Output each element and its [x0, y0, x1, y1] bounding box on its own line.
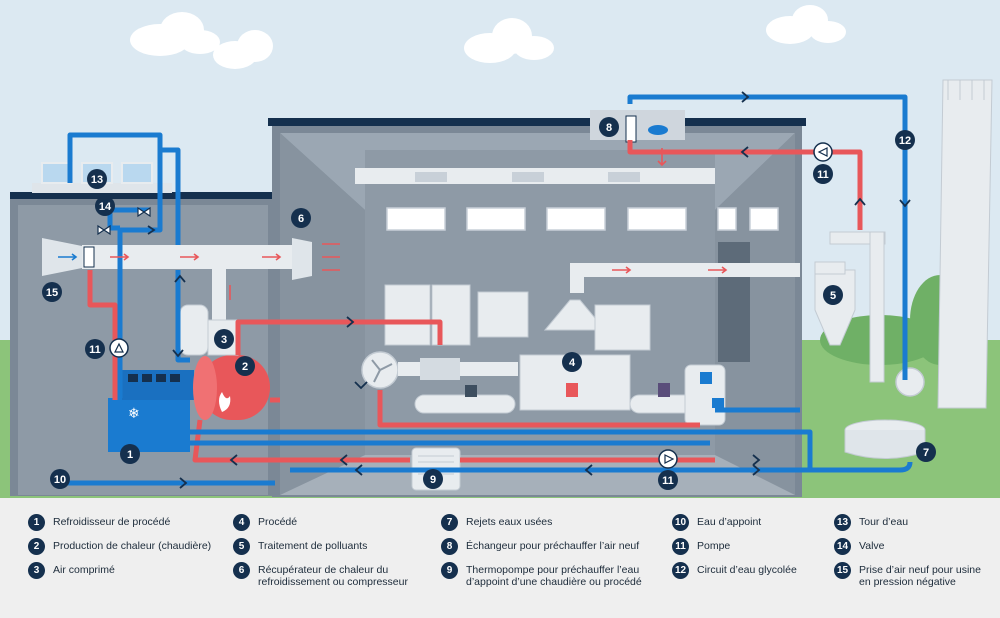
flame-icon: [219, 392, 231, 412]
snowflake-icon: ❄: [128, 406, 140, 422]
svg-text:14: 14: [99, 201, 112, 213]
valve-icon: [137, 206, 151, 218]
svg-text:3: 3: [221, 334, 227, 346]
cloud-icon: [130, 12, 273, 69]
svg-text:11: 11: [662, 475, 674, 487]
badge-15: 15: [42, 282, 62, 302]
badge-6: 6: [291, 208, 311, 228]
pump-icon: [109, 338, 129, 358]
svg-text:5: 5: [830, 290, 836, 302]
pump-icon: [658, 449, 678, 469]
badge-7: 7: [916, 442, 936, 462]
chimney: [937, 79, 993, 409]
badge-11: 11: [658, 470, 678, 490]
svg-text:7: 7: [923, 447, 929, 459]
windows: [386, 207, 779, 231]
badge-1: 1: [120, 444, 140, 464]
svg-text:15: 15: [46, 287, 58, 299]
cooling-tower: [32, 183, 172, 193]
industrial-energy-diagram: ❄: [0, 0, 1000, 498]
door: [718, 242, 750, 362]
svg-text:12: 12: [899, 135, 911, 147]
svg-text:1: 1: [127, 449, 133, 461]
heat-recovery-grille: [292, 238, 312, 280]
badge-3: 3: [214, 329, 234, 349]
svg-text:13: 13: [91, 174, 103, 186]
fan-icon: [895, 367, 925, 397]
process-chiller: [108, 398, 190, 452]
main-roof: [268, 118, 806, 126]
badge-12: 12: [895, 130, 915, 150]
badge-8: 8: [599, 117, 619, 137]
svg-text:2: 2: [242, 361, 248, 373]
svg-text:10: 10: [54, 474, 66, 486]
cloud-icon: [766, 5, 846, 44]
badge-11: 11: [813, 164, 833, 184]
svg-text:11: 11: [817, 169, 829, 181]
badge-5: 5: [823, 285, 843, 305]
badge-14: 14: [95, 196, 115, 216]
flow-arrows: [147, 91, 911, 489]
svg-text:8: 8: [606, 122, 612, 134]
svg-text:11: 11: [89, 344, 101, 356]
svg-text:9: 9: [430, 474, 436, 486]
badge-13: 13: [87, 169, 107, 189]
badge-2: 2: [235, 356, 255, 376]
diagram-badges: 1 2 3 4 5 6 7 8 9 10 11 11 11 12 13 14 1…: [42, 117, 936, 490]
left-roof: [10, 192, 275, 199]
badge-9: 9: [423, 469, 443, 489]
valve-icon: [97, 224, 111, 236]
svg-text:6: 6: [298, 213, 304, 225]
badge-10: 10: [50, 469, 70, 489]
badge-11: 11: [85, 339, 105, 359]
air-compressor: [179, 304, 209, 356]
svg-text:4: 4: [569, 357, 576, 369]
cloud-icon: [464, 18, 554, 63]
pollutant-treatment: [814, 231, 886, 383]
pump-icon: [813, 142, 833, 162]
badge-4: 4: [562, 352, 582, 372]
air-flow-arrows: [110, 148, 728, 300]
